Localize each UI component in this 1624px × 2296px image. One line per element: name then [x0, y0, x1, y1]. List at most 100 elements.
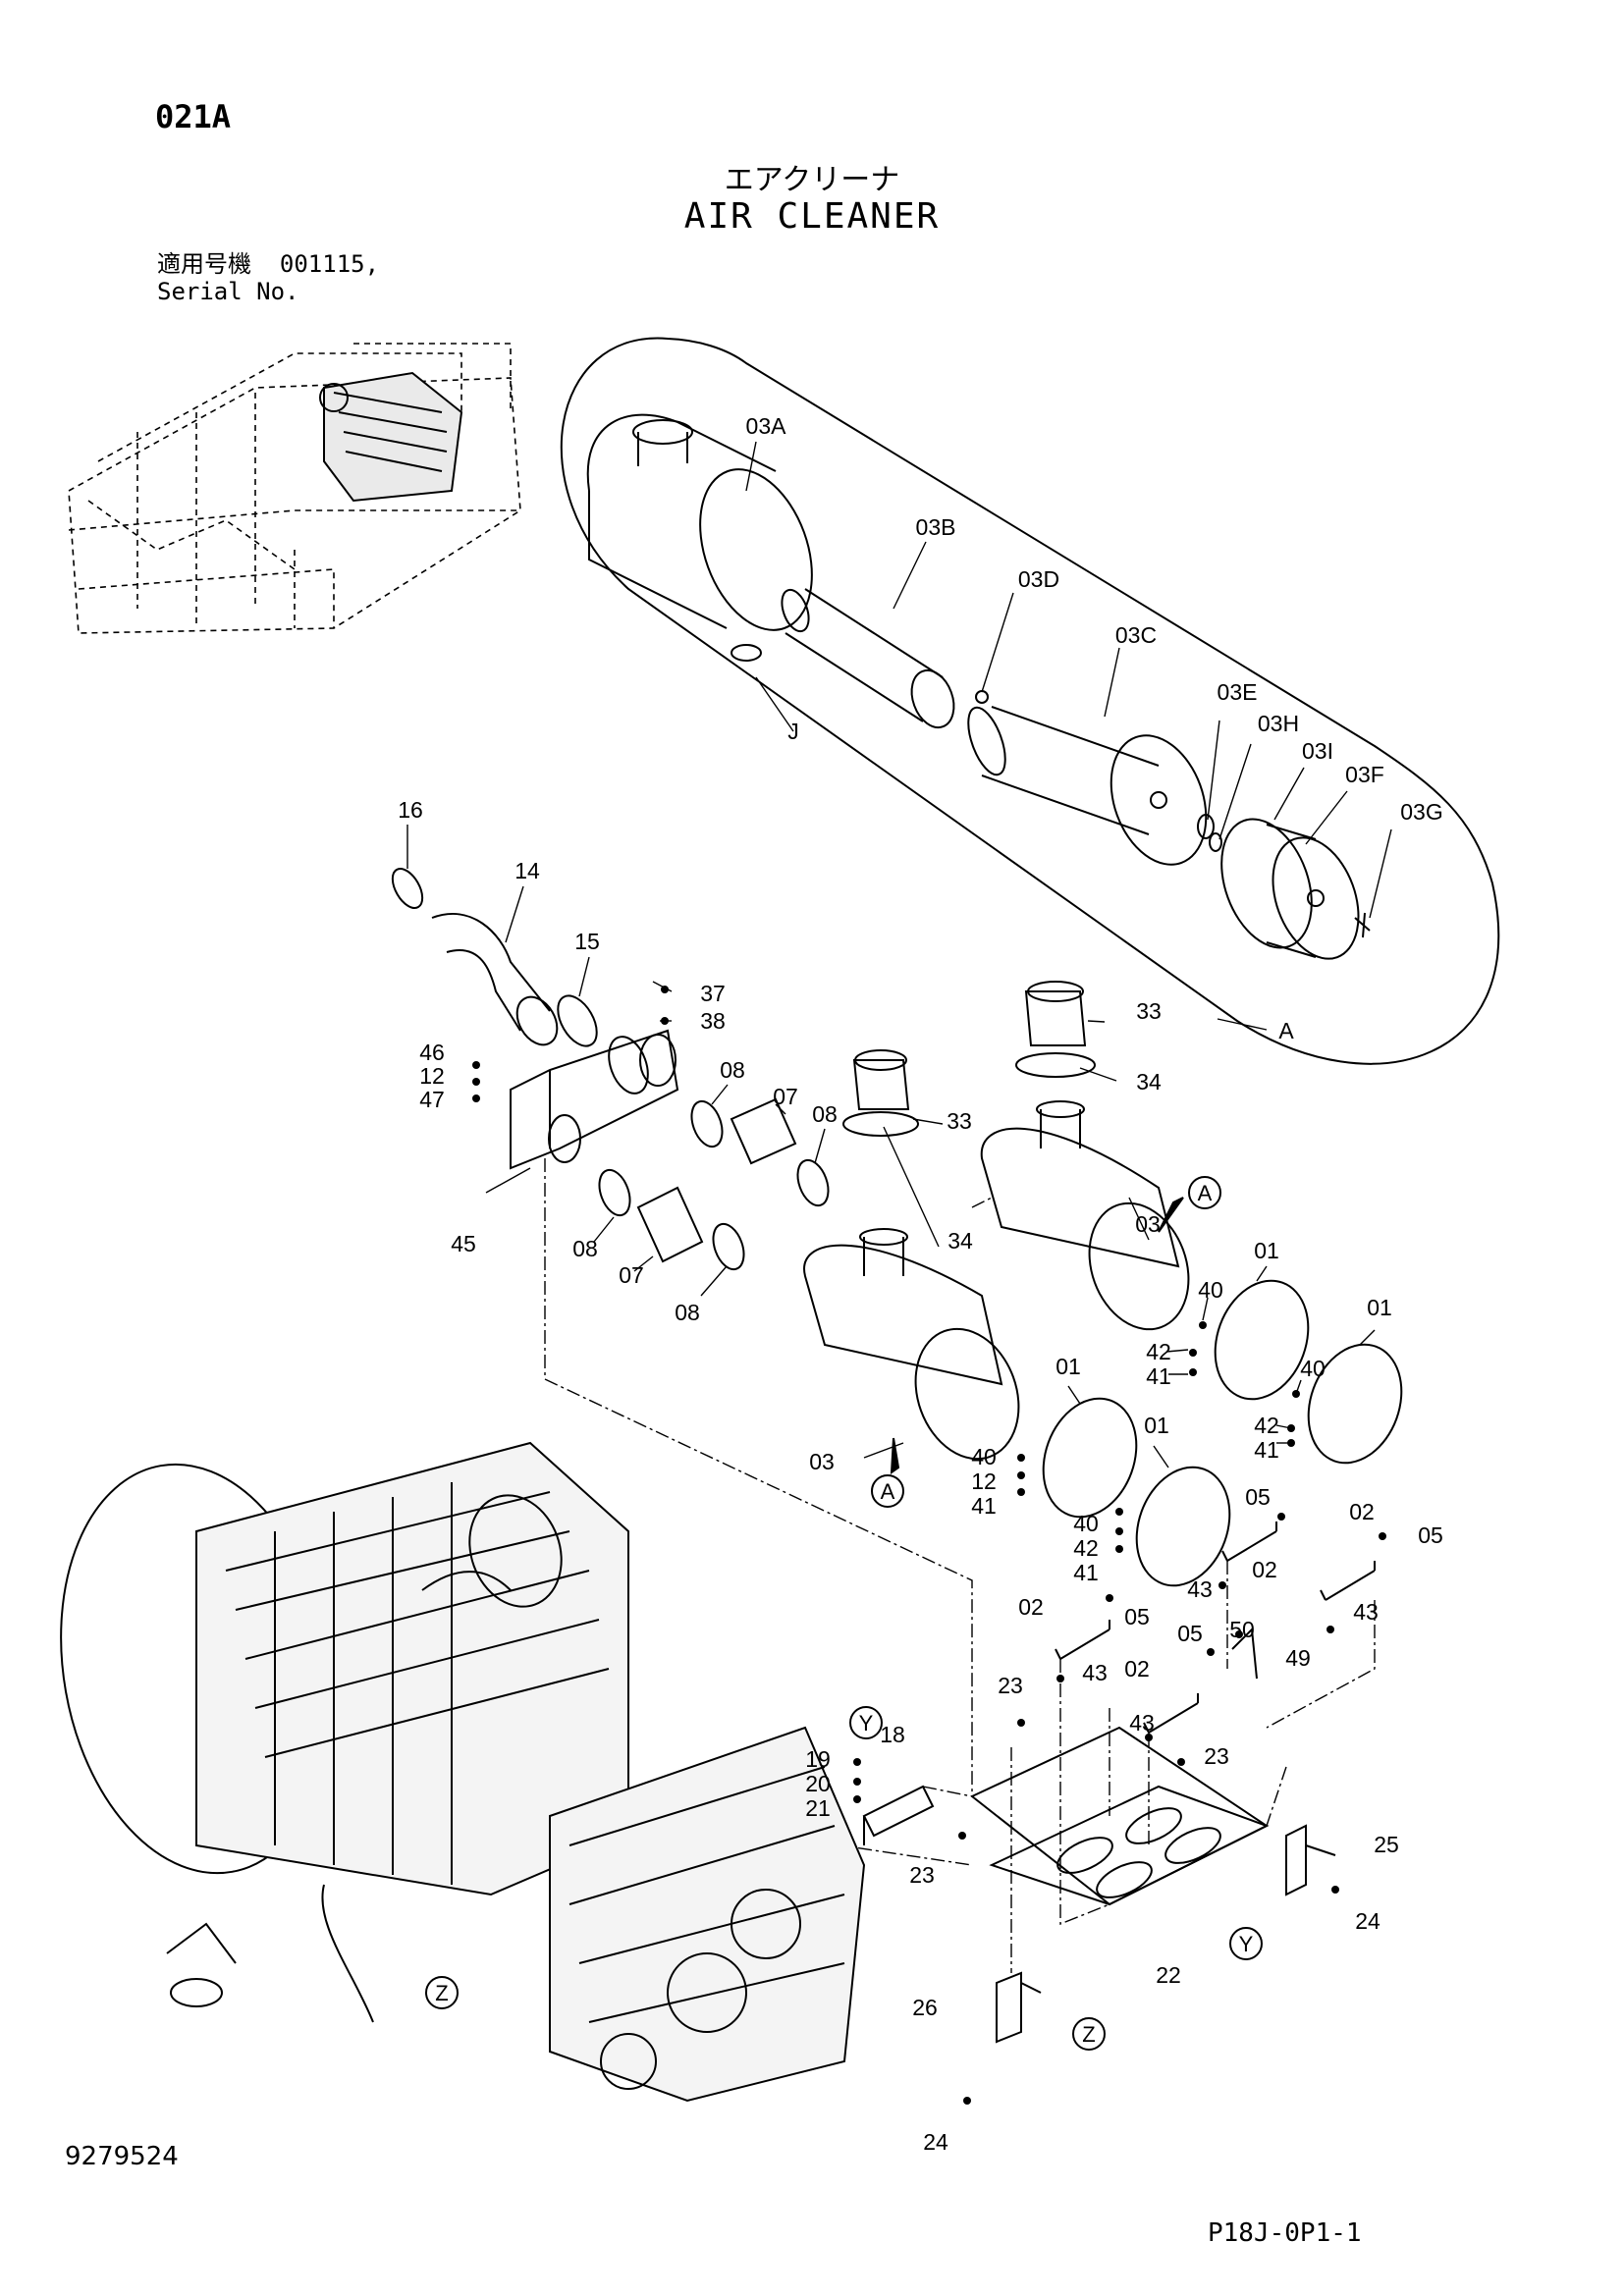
sheet-code: P18J-0P1-1 — [1208, 2218, 1362, 2248]
callout: 05 — [1177, 1621, 1203, 1646]
callout: 03I — [1302, 738, 1333, 764]
callout: 38 — [700, 1008, 726, 1034]
callout: 43 — [1082, 1660, 1108, 1685]
callout: A — [1278, 1018, 1294, 1043]
machine-overview-thumbnail — [68, 343, 521, 634]
callout: 40 — [1073, 1511, 1099, 1536]
callout: 42 — [1254, 1413, 1279, 1438]
callout: 50 — [1229, 1617, 1255, 1642]
callout: 49 — [1285, 1645, 1311, 1671]
callout: 40 — [1198, 1277, 1223, 1303]
callout: 37 — [700, 981, 726, 1006]
callout: 24 — [1355, 1908, 1380, 1934]
page-title: AIR CLEANER — [683, 196, 941, 237]
callout: 23 — [909, 1862, 935, 1888]
callout: 41 — [1073, 1560, 1099, 1585]
callout: 19 — [805, 1746, 831, 1772]
view-marker-y-1: Y — [859, 1711, 874, 1735]
callout: 03 — [809, 1449, 835, 1474]
callout: 03A — [746, 413, 787, 439]
view-marker-y-2: Y — [1239, 1932, 1254, 1956]
clamps-and-sleeves — [598, 981, 1096, 1271]
air-cleaner-housings — [803, 1100, 1190, 1461]
callout: 22 — [1156, 1962, 1181, 1988]
callout: 45 — [451, 1231, 476, 1256]
band-clamps — [1042, 1279, 1403, 1587]
callout: 03G — [1400, 799, 1442, 825]
serial-value: 001115, — [279, 250, 380, 278]
brackets-18-25-26 — [862, 1785, 1336, 2044]
callout-numbers: 03A 03B 03D 03C J 03E 03H 03I 03F 03G A … — [398, 413, 1443, 2155]
callout: 43 — [1187, 1576, 1213, 1602]
callout: 12 — [419, 1063, 445, 1089]
callout: 08 — [720, 1057, 745, 1083]
callout: 23 — [998, 1673, 1023, 1698]
callout: 08 — [812, 1101, 838, 1127]
view-marker-a-2: A — [881, 1479, 895, 1504]
callout: 46 — [419, 1040, 445, 1065]
callout: 40 — [971, 1444, 997, 1469]
view-marker-a-1: A — [1198, 1181, 1213, 1205]
callout: 03H — [1258, 711, 1299, 736]
callout: 01 — [1367, 1295, 1392, 1320]
callout: 40 — [1300, 1356, 1326, 1381]
document-number: 9279524 — [65, 2142, 179, 2171]
callout: 05 — [1245, 1484, 1271, 1510]
callout-leaders — [406, 441, 1392, 1468]
callout: 08 — [675, 1300, 700, 1325]
callout: 21 — [805, 1795, 831, 1821]
callout: 41 — [971, 1493, 997, 1519]
view-markers — [425, 1176, 1263, 2051]
callout: 03 — [1135, 1211, 1161, 1237]
callout: 12 — [971, 1468, 997, 1494]
callout: 43 — [1353, 1599, 1379, 1625]
callout: 16 — [398, 797, 423, 823]
callout: 42 — [1146, 1339, 1171, 1364]
view-marker-labels: A A Y Y Z Z — [435, 1181, 1253, 2047]
callout: 42 — [1073, 1535, 1099, 1561]
view-marker-z-2: Z — [1082, 2022, 1095, 2047]
serial-label-en: Serial No. — [157, 278, 299, 305]
callout: 15 — [574, 929, 600, 954]
callout: 05 — [1418, 1522, 1443, 1548]
callout: 07 — [619, 1262, 644, 1288]
callout: 25 — [1374, 1832, 1399, 1857]
callout: 24 — [923, 2129, 948, 2155]
callout: 05 — [1124, 1604, 1150, 1629]
engine-assembly — [60, 1441, 866, 2103]
callout: 34 — [1136, 1069, 1162, 1095]
callout: 03F — [1345, 762, 1384, 787]
page-code: 021A — [155, 98, 232, 135]
engine-thumbnail-icon — [319, 371, 463, 503]
serial-label-jp: 適用号機 — [157, 250, 251, 278]
callout: 41 — [1254, 1437, 1279, 1463]
callout: 01 — [1254, 1238, 1279, 1263]
callout: 26 — [912, 1995, 938, 2020]
callout: 02 — [1124, 1656, 1150, 1682]
callout: 07 — [773, 1084, 798, 1109]
view-marker-z-1: Z — [435, 1981, 448, 2005]
callout: J — [787, 719, 799, 744]
brackets-02 — [1055, 1522, 1376, 1734]
callout: 43 — [1129, 1710, 1155, 1735]
callout: 33 — [1136, 998, 1162, 1024]
intake-hose-group — [391, 868, 649, 1095]
callout: 41 — [1146, 1363, 1171, 1389]
callout: 33 — [947, 1108, 972, 1134]
intake-pipe-45 — [510, 1029, 679, 1170]
callout: 02 — [1018, 1594, 1044, 1620]
detail-a-capsule — [560, 337, 1500, 1065]
callout: 03B — [916, 514, 956, 540]
callout: 01 — [1144, 1413, 1169, 1438]
serial-info: 適用号機 001115, Serial No. — [157, 250, 379, 305]
callout: 14 — [514, 858, 540, 883]
title-japanese: エアクリーナ — [724, 163, 900, 197]
callout: 34 — [947, 1228, 973, 1254]
callout: 18 — [880, 1722, 905, 1747]
callout: 20 — [805, 1771, 831, 1796]
callout: 08 — [572, 1236, 598, 1261]
callout: 03D — [1018, 566, 1059, 592]
callout: 47 — [419, 1087, 445, 1112]
callout: 02 — [1252, 1557, 1277, 1582]
